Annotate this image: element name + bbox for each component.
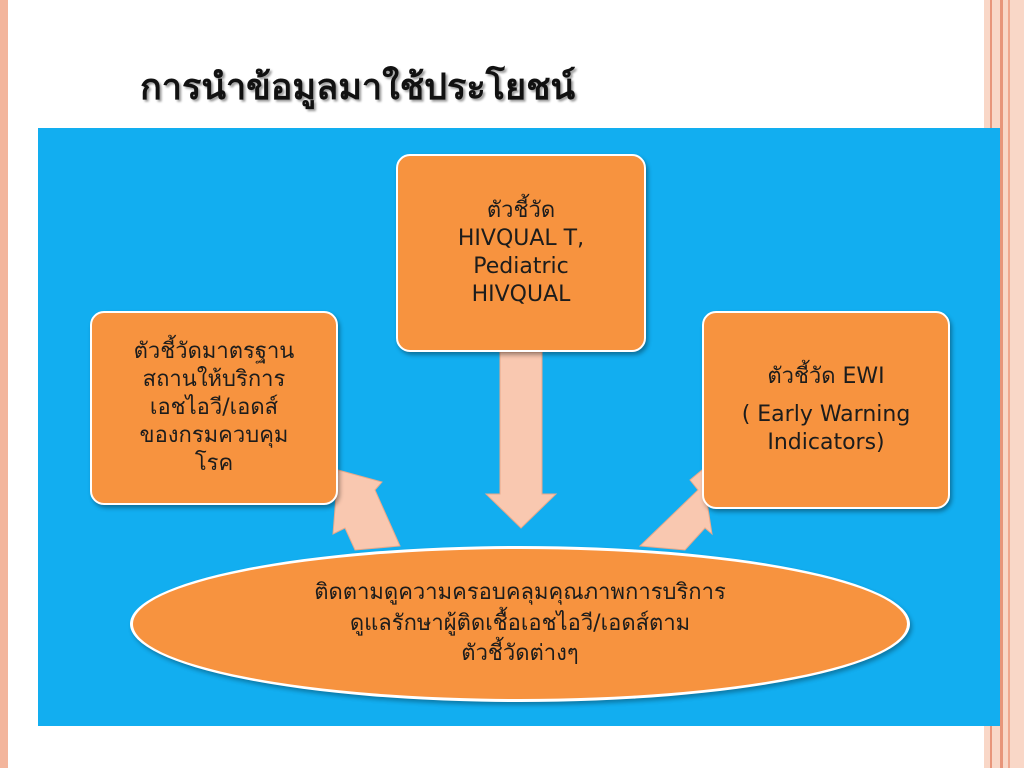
indicator-box-standards: ตัวชี้วัดมาตรฐาน สถานให้บริการ เอชไอวี/เ… xyxy=(90,311,338,505)
box-text-line: เอชไอวี/เอดส์ xyxy=(149,394,279,420)
box-text-line: โรค xyxy=(194,451,234,477)
slide-title: การนำข้อมูลมาใช้ประโยชน์ xyxy=(140,67,576,108)
indicator-box-ewi: ตัวชี้วัด EWI ( Early Warning Indicators… xyxy=(702,311,950,509)
indicator-box-hivqual: ตัวชี้วัด HIVQUAL T, Pediatric HIVQUAL xyxy=(396,154,646,352)
oval-text-line: ตัวชี้วัดต่างๆ xyxy=(461,641,579,667)
box-text-line: สถานให้บริการ xyxy=(142,366,286,392)
central-goal-oval: ติดตามดูความครอบคลุมคุณภาพการบริการ ดูแล… xyxy=(130,546,910,702)
box-text-line: Pediatric xyxy=(473,254,569,279)
oval-text-line: ติดตามดูความครอบคลุมคุณภาพการบริการ xyxy=(314,580,726,606)
down-arrow xyxy=(484,351,558,529)
diagonal-arrow-right xyxy=(638,469,713,551)
diagonal-arrow-left xyxy=(332,469,401,551)
box-text-line: ตัวชี้วัด xyxy=(486,197,556,223)
box-text-line: Indicators) xyxy=(767,430,885,456)
box-text-line: ( Early Warning xyxy=(741,401,911,427)
box-text-line: HIVQUAL T, xyxy=(457,225,585,251)
right-edge-stripe xyxy=(1008,0,1010,768)
box-text-line: ตัวชี้วัดมาตรฐาน xyxy=(133,338,295,364)
box-text-line: ตัวชี้วัด EWI xyxy=(767,363,885,389)
left-edge-decoration xyxy=(0,0,8,768)
box-text-line: ของกรมควบคุม xyxy=(139,423,289,449)
box-text-line: HIVQUAL xyxy=(471,282,571,308)
oval-text-line: ดูแลรักษาผู้ติดเชื้อเอชไอวี/เอดส์ตาม xyxy=(349,610,691,636)
right-edge-stripe xyxy=(1000,0,1003,768)
